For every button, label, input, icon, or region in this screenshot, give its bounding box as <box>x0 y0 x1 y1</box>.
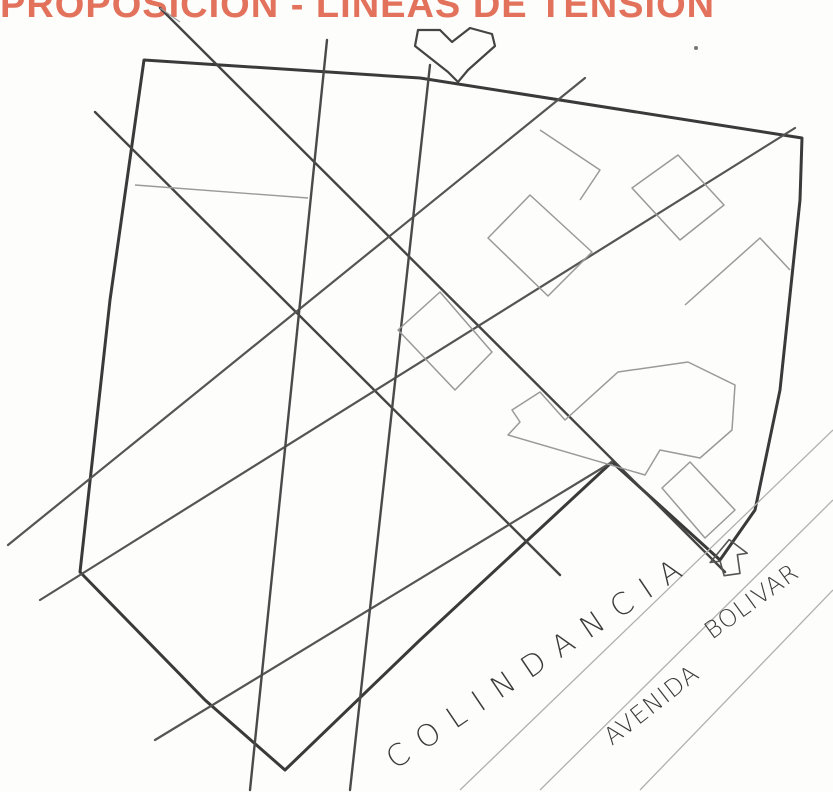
colindancia-label: COLINDANCIA <box>380 545 700 777</box>
building-footprint <box>508 362 735 475</box>
bolivar-label: BOLIVAR <box>699 558 804 645</box>
entrance-arrow-icon <box>707 537 750 577</box>
avenida-label: AVENIDA <box>598 659 704 751</box>
building-footprint <box>488 195 592 296</box>
building-footprint <box>685 238 790 305</box>
construction-line <box>135 185 308 198</box>
pencil-dot <box>694 46 698 50</box>
building-footprint <box>632 155 724 240</box>
building-footprint <box>540 130 600 200</box>
building-footprint <box>398 292 492 390</box>
tension-lines-vertical <box>250 40 430 790</box>
tension-lines-nw-se <box>95 8 725 575</box>
entrance-arrow-icon <box>415 28 495 82</box>
construction-line <box>160 8 180 22</box>
site-boundary <box>80 60 802 770</box>
building-footprint <box>662 462 735 538</box>
